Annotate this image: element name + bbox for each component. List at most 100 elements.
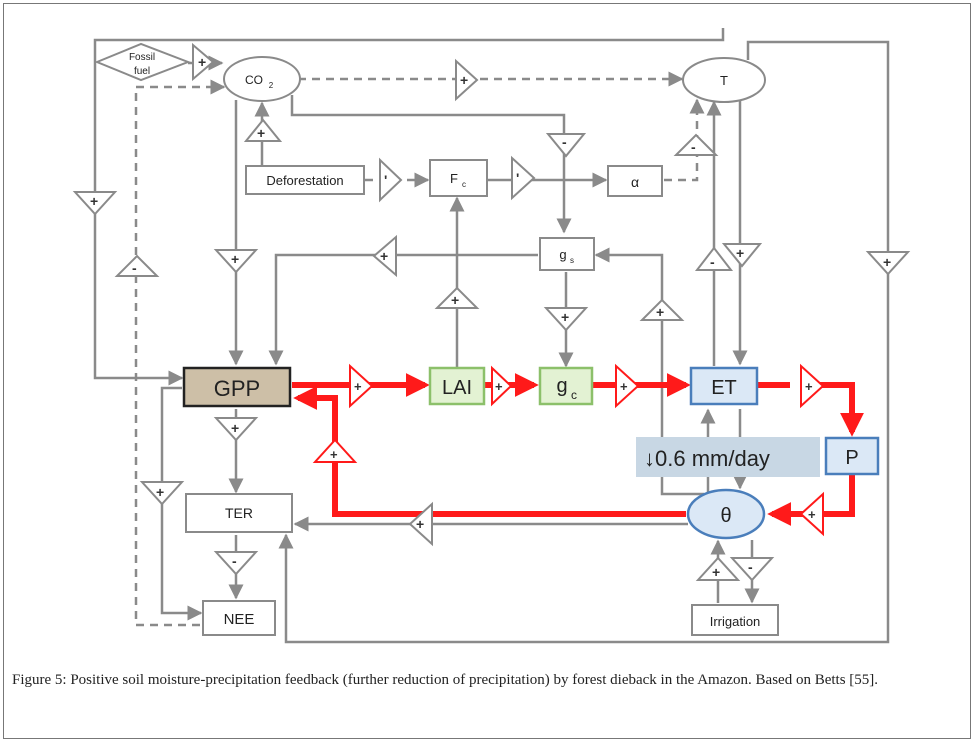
svg-text:TER: TER <box>225 505 253 521</box>
sign-fc-alpha: ' <box>511 155 536 201</box>
sign-gc-et: + <box>615 363 640 409</box>
svg-text:c: c <box>571 388 577 402</box>
svg-text:c: c <box>462 180 466 189</box>
sign-theta-irrigation: - <box>729 557 775 582</box>
sign-alpha-t: - <box>673 133 719 156</box>
sign-t-ter: + <box>865 251 911 276</box>
svg-text:LAI: LAI <box>442 377 472 399</box>
svg-text:+: + <box>883 254 891 270</box>
svg-text:+: + <box>416 516 424 532</box>
svg-text:NEE: NEE <box>224 611 255 628</box>
svg-text:+: + <box>354 379 362 394</box>
red-signs: + + + + + + <box>312 363 825 537</box>
sign-gs-gc: + <box>543 307 589 332</box>
sign-et-p: + <box>800 363 825 409</box>
svg-text:+: + <box>198 54 206 70</box>
svg-text:α: α <box>631 174 639 190</box>
sign-t-gpp: + <box>72 191 118 216</box>
gpp-node: GPP <box>182 366 292 408</box>
figure-frame <box>3 3 971 739</box>
sign-t-et: + <box>721 243 763 268</box>
sign-deforest-fc: ' <box>379 157 403 203</box>
annotation-box: ↓0.6 mm/day <box>636 437 820 477</box>
svg-text:-: - <box>562 134 567 150</box>
sign-ter-nee: - <box>213 551 259 576</box>
svg-text:2: 2 <box>269 81 274 90</box>
sign-theta-ter: + <box>408 501 433 547</box>
sign-co2-gs: - <box>545 133 587 158</box>
gs-node: g s <box>539 237 595 271</box>
svg-text:ET: ET <box>711 377 737 399</box>
sign-co2-gpp: + <box>213 249 259 274</box>
svg-text:-: - <box>691 139 696 155</box>
svg-text:GPP: GPP <box>214 376 260 401</box>
svg-text:-: - <box>748 559 753 575</box>
alpha-to-t-link <box>664 98 705 182</box>
svg-text:↓0.6 mm/day: ↓0.6 mm/day <box>644 446 770 471</box>
svg-text:+: + <box>561 309 569 325</box>
sign-theta-gs: + <box>639 298 685 321</box>
svg-text:Fossil: Fossil <box>129 52 155 63</box>
lai-node: LAI <box>428 366 486 406</box>
gc-node: g c <box>538 366 594 406</box>
svg-text:-: - <box>132 260 137 276</box>
svg-text:+: + <box>620 379 628 394</box>
sign-p-theta: + <box>799 491 824 537</box>
sign-irrigation-theta: + <box>695 556 741 581</box>
svg-text:Irrigation: Irrigation <box>710 614 761 629</box>
p-node: P <box>824 436 880 476</box>
svg-text:-: - <box>232 553 237 569</box>
sign-gs-gpp: + <box>372 234 397 278</box>
grey-signs: + + + - ' ' - + - + + + + + - + + + + - … <box>72 42 911 582</box>
p-to-theta-link <box>767 474 855 526</box>
sign-deforest-co2: + <box>243 118 283 142</box>
svg-text:': ' <box>384 172 387 188</box>
svg-text:+: + <box>805 379 813 394</box>
sign-et-t: - <box>694 246 734 271</box>
svg-text:-: - <box>710 254 715 270</box>
sign-gpp-lai: + <box>349 363 374 409</box>
svg-text:+: + <box>380 248 388 264</box>
t-to-gpp-link <box>93 28 725 386</box>
t-node: T <box>682 57 766 103</box>
svg-text:+: + <box>330 447 338 462</box>
svg-text:+: + <box>156 484 164 500</box>
t-to-ter-link <box>278 40 890 644</box>
svg-text:fuel: fuel <box>134 66 150 77</box>
co2-to-gs-link <box>290 95 572 234</box>
svg-text:+: + <box>231 251 239 267</box>
grey-links <box>93 28 890 644</box>
svg-text:+: + <box>451 292 459 308</box>
svg-text:T: T <box>720 73 728 88</box>
svg-text:+: + <box>712 564 720 580</box>
fc-node: F c <box>429 159 488 197</box>
svg-text:θ: θ <box>720 505 731 527</box>
svg-text:Deforestation: Deforestation <box>266 173 343 188</box>
svg-text:+: + <box>736 245 744 261</box>
sign-lai-fc: + <box>434 286 480 309</box>
svg-text:+: + <box>808 507 816 522</box>
sign-theta-gpp: + <box>312 438 358 463</box>
co2-node: CO 2 <box>223 56 301 102</box>
svg-text:+: + <box>257 125 265 141</box>
alpha-node: α <box>607 165 663 197</box>
sign-fossil-co2: + <box>192 42 215 82</box>
figure-caption: Figure 5: Positive soil moisture-precipi… <box>12 672 879 688</box>
svg-text:P: P <box>845 447 858 469</box>
nee-node: NEE <box>202 600 276 636</box>
irrigation-node: Irrigation <box>691 604 779 636</box>
theta-to-gpp-link <box>293 386 686 517</box>
svg-text:g: g <box>559 247 566 262</box>
sign-gpp-ter: + <box>213 417 259 442</box>
deforestation-node: Deforestation <box>245 165 365 195</box>
svg-text:+: + <box>460 72 468 88</box>
et-node: ET <box>689 366 759 406</box>
theta-node: θ <box>686 488 766 540</box>
svg-text:s: s <box>570 256 574 265</box>
fossil-fuel-node: Fossil fuel <box>94 42 191 82</box>
svg-text:+: + <box>656 304 664 320</box>
svg-text:F: F <box>450 171 458 186</box>
svg-text:CO: CO <box>245 73 263 87</box>
nee-to-co2-link <box>134 79 226 627</box>
